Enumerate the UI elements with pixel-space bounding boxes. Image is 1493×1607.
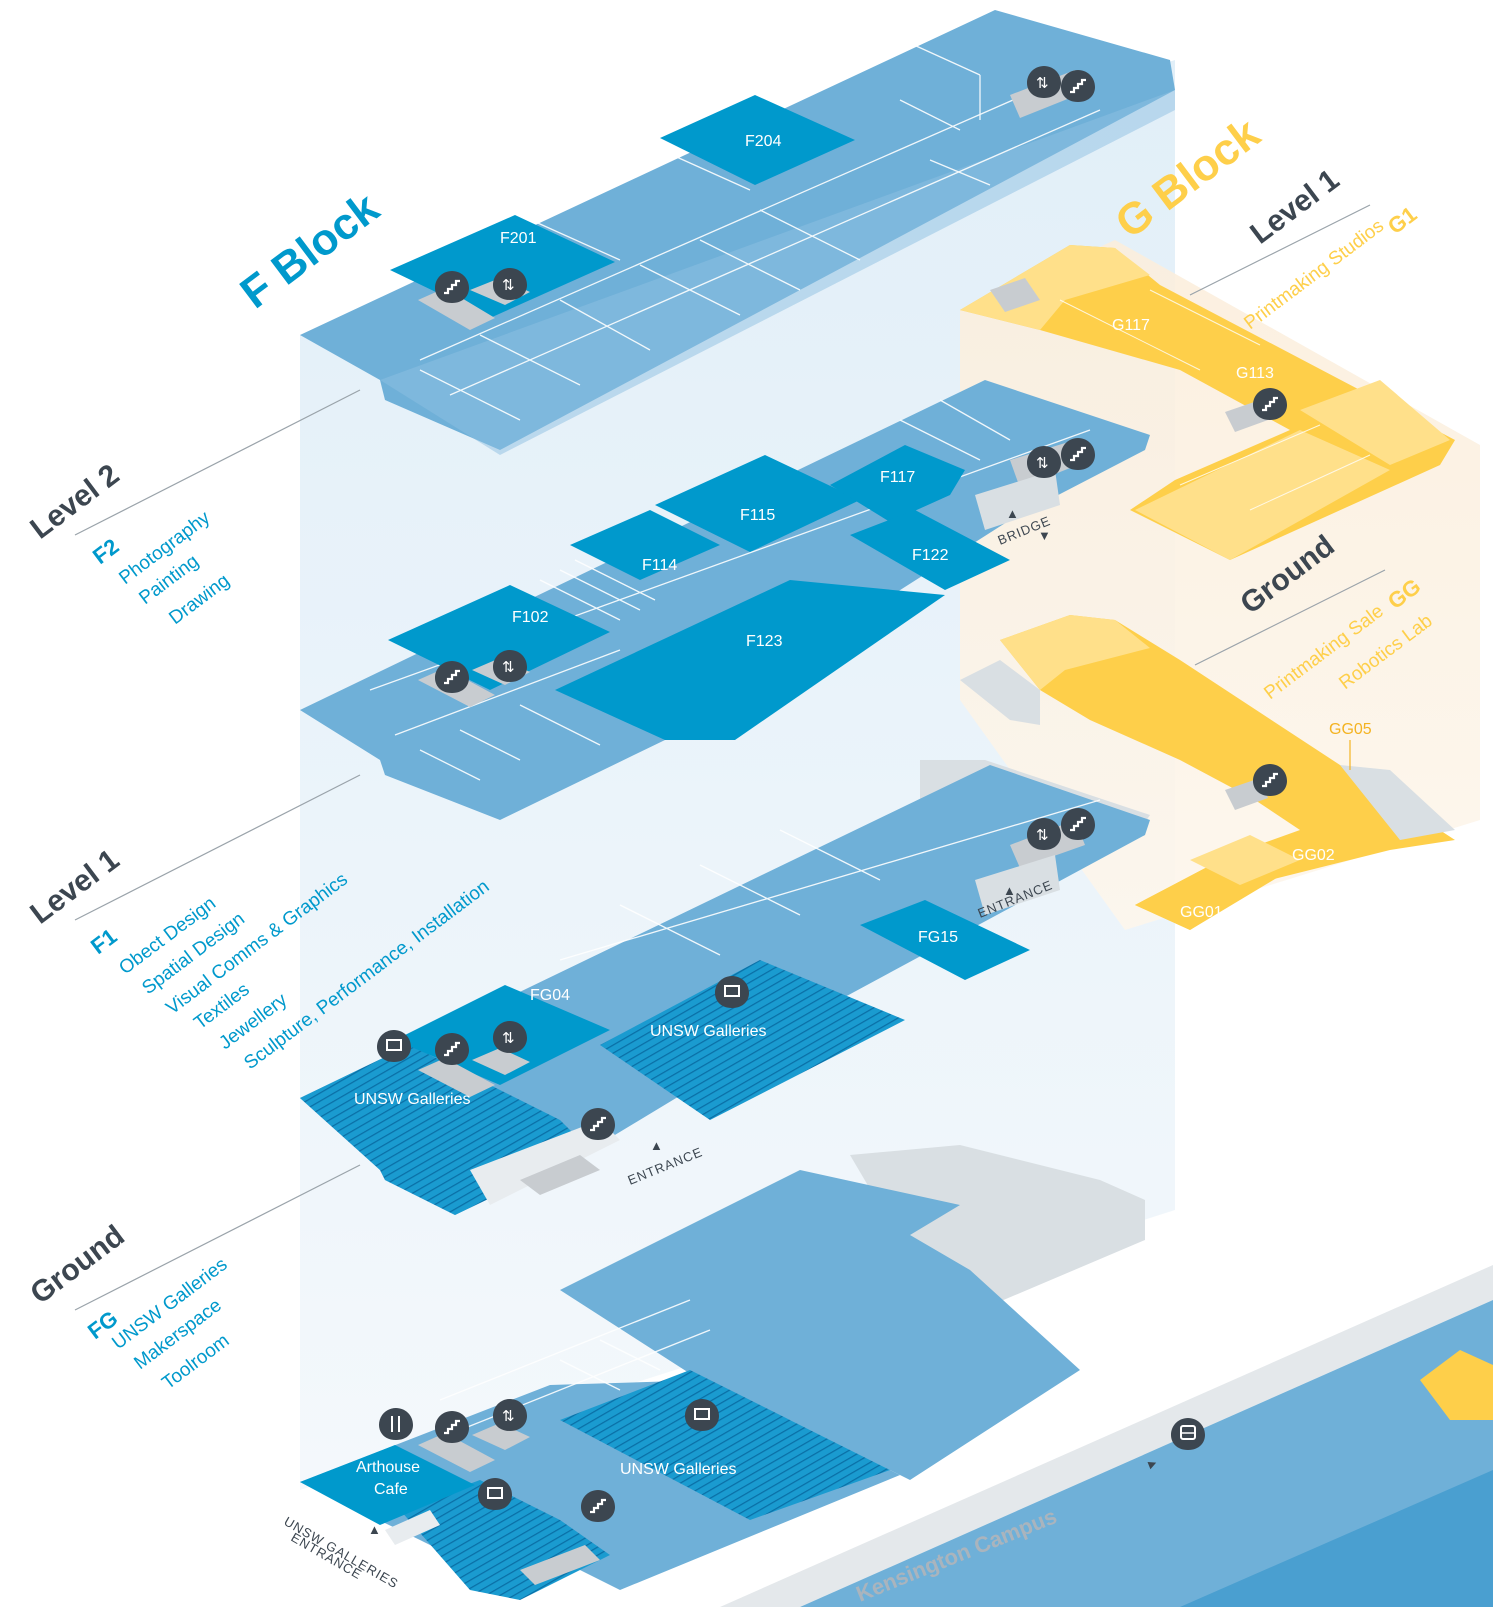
room-label-cafe-line2: Cafe bbox=[374, 1481, 408, 1498]
bridge-arrow-down: ▼ bbox=[1038, 528, 1052, 543]
f-level-2-title: Level 2 bbox=[24, 458, 125, 546]
svg-text:⇅: ⇅ bbox=[1036, 454, 1049, 472]
stairs-icon[interactable] bbox=[1253, 388, 1287, 428]
gallery-area-2 bbox=[600, 960, 905, 1120]
gallery-icon[interactable] bbox=[715, 976, 749, 1016]
lift-icon[interactable]: ⇅ bbox=[1027, 818, 1061, 858]
room-label-fg15: FG15 bbox=[918, 929, 958, 946]
entrance-arrow-2: ▲ bbox=[650, 1138, 664, 1153]
room-label-galleries-2: UNSW Galleries bbox=[650, 1023, 766, 1040]
gallery-icon[interactable] bbox=[377, 1030, 411, 1070]
stairs-icon[interactable] bbox=[581, 1490, 615, 1530]
room-label-f114: F114 bbox=[642, 557, 677, 574]
f-ground-title: Ground bbox=[24, 1219, 130, 1311]
room-label-gg05: GG05 bbox=[1329, 721, 1372, 738]
svg-text:⇅: ⇅ bbox=[502, 1407, 515, 1425]
room-arthouse-cafe bbox=[300, 1445, 475, 1525]
g-level-1-floor bbox=[960, 245, 1455, 560]
galleries-entrance-line1: UNSW GALLERIES bbox=[282, 1514, 402, 1592]
stairs-icon[interactable] bbox=[435, 1033, 469, 1073]
room-label-g117: G117 bbox=[1112, 317, 1150, 334]
svg-text:⇅: ⇅ bbox=[502, 276, 515, 294]
bus-icon[interactable] bbox=[1171, 1418, 1205, 1458]
galleries-entrance-arrow: ▲ bbox=[368, 1522, 382, 1537]
svg-text:⇅: ⇅ bbox=[502, 1029, 515, 1047]
room-label-f201: F201 bbox=[500, 230, 537, 247]
g-ground-leader bbox=[1194, 569, 1386, 666]
stairs-icon[interactable] bbox=[435, 1411, 469, 1451]
svg-text:⇅: ⇅ bbox=[1036, 74, 1049, 92]
stairs-icon[interactable] bbox=[1061, 438, 1095, 478]
f-level-1-title: Level 1 bbox=[24, 843, 125, 931]
cafe-icon[interactable] bbox=[379, 1408, 413, 1448]
room-fg15 bbox=[860, 900, 1030, 980]
bridge-arrow-up: ▲ bbox=[1006, 506, 1020, 521]
lift-icon[interactable]: ⇅ bbox=[1027, 66, 1061, 106]
f-ground-leader bbox=[74, 1164, 361, 1311]
room-label-g113: G113 bbox=[1236, 365, 1274, 382]
room-f204 bbox=[660, 95, 855, 185]
gallery-icon[interactable] bbox=[685, 1399, 719, 1439]
stairs-icon[interactable] bbox=[435, 661, 469, 701]
lift-icon[interactable]: ⇅ bbox=[493, 268, 527, 308]
stairs-icon[interactable] bbox=[1061, 808, 1095, 848]
f-level-1-floor bbox=[300, 380, 1150, 820]
room-f123 bbox=[555, 580, 945, 740]
f-block-title: F Block bbox=[232, 183, 389, 318]
stairs-icon[interactable] bbox=[1253, 764, 1287, 804]
gallery-area-3 bbox=[560, 1370, 890, 1520]
room-label-f115: F115 bbox=[740, 507, 775, 524]
stairs-icon[interactable] bbox=[581, 1108, 615, 1148]
svg-text:⇅: ⇅ bbox=[502, 658, 515, 676]
room-f115 bbox=[655, 455, 860, 552]
room-f122 bbox=[850, 510, 1010, 590]
entrance-arrow-1: ▲ bbox=[1003, 883, 1017, 898]
g-level-1-leader bbox=[1189, 204, 1371, 296]
f-level-2-code: F2 bbox=[88, 534, 124, 569]
g-ground-floor bbox=[960, 615, 1455, 930]
street bbox=[720, 1265, 1493, 1607]
room-label-f204: F204 bbox=[745, 133, 782, 150]
gallery-icon[interactable] bbox=[478, 1478, 512, 1518]
room-label-gg02: GG02 bbox=[1292, 847, 1335, 864]
stairs-icon[interactable] bbox=[1061, 70, 1095, 110]
stairs-icon[interactable] bbox=[435, 271, 469, 311]
room-label-f117: F117 bbox=[880, 469, 915, 486]
f-level-1-code: F1 bbox=[86, 924, 122, 959]
lift-icon[interactable]: ⇅ bbox=[1027, 446, 1061, 486]
room-label-fg04: FG04 bbox=[530, 987, 570, 1004]
lift-icon[interactable]: ⇅ bbox=[493, 1021, 527, 1061]
svg-text:⇅: ⇅ bbox=[1036, 826, 1049, 844]
room-label-cafe-line1: Arthouse bbox=[356, 1459, 420, 1476]
room-label-f122: F122 bbox=[912, 547, 949, 564]
f-level-1-leader bbox=[74, 774, 361, 921]
g-level-1-title: Level 1 bbox=[1244, 163, 1345, 251]
room-label-f123: F123 bbox=[746, 633, 783, 650]
room-f117 bbox=[830, 445, 965, 522]
room-label-galleries-1: UNSW Galleries bbox=[354, 1091, 470, 1108]
f-level-2-leader bbox=[74, 389, 361, 536]
room-label-gg01: GG01 bbox=[1180, 904, 1223, 921]
room-label-f102: F102 bbox=[512, 609, 549, 626]
room-f114 bbox=[570, 510, 720, 580]
lift-icon[interactable]: ⇅ bbox=[493, 1399, 527, 1439]
room-label-galleries-3: UNSW Galleries bbox=[620, 1461, 736, 1478]
lift-icon[interactable]: ⇅ bbox=[493, 650, 527, 690]
g-level-1-code: G1 bbox=[1383, 201, 1421, 239]
street-arrow: ► bbox=[1144, 1454, 1162, 1473]
